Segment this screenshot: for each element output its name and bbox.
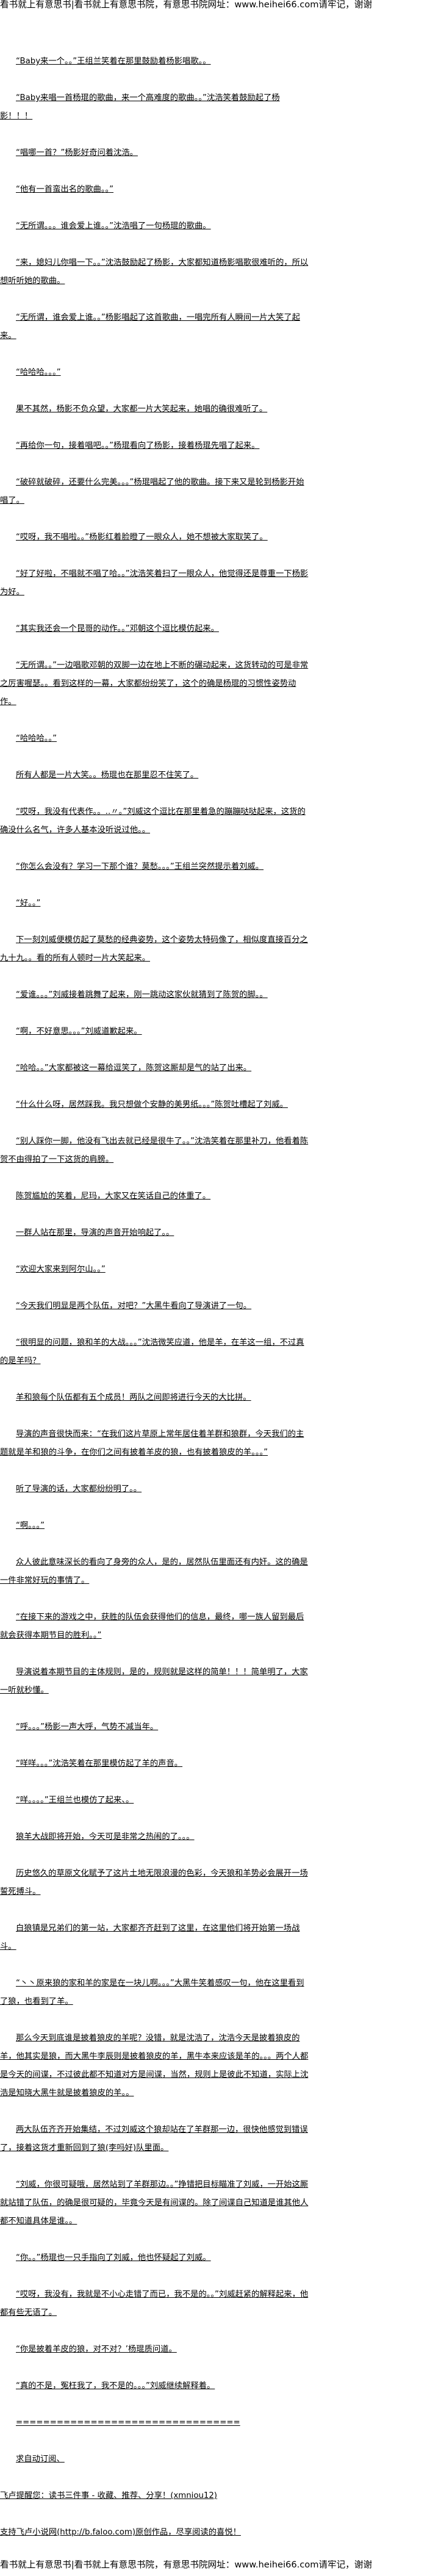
paragraph: 历史悠久的草原文化赋予了这片土地无限浪漫的色彩，今天狼和羊势必会展开一场誓死搏斗… [0,1869,308,1896]
paragraph: “啊，不好意思。。。”刘威道歉起来。 [16,1027,142,1036]
paragraph: “其实我还会一个昆哥的动作。。”邓朝这个逗比模仿起来。 [16,624,219,633]
paragraph: “哈哈。。”大家都被这一幕给逗笑了，陈贺这厮却是气的站了出来。 [16,1063,252,1073]
paragraph: “咩咩。。。”沈浩笑着在那里模仿起了羊的声音。 [16,1759,183,1768]
paragraph: “Baby来唱一首杨琨的歌曲，来一个高难度的歌曲。。”沈浩笑着鼓励起了杨影！！！ [0,93,280,121]
paragraph: “呼。。。”杨影一声大呼，气势不减当年。 [16,1722,159,1732]
paragraph: “来，媳妇儿你唱一下。。”沈浩鼓励起了杨影，大家都知道杨影唱歌很难听的，所以想听… [0,258,309,286]
paragraph: “啊。。。” [16,1521,45,1530]
paragraph: 导演的声音很快而来：“在我们这片草原上常年居住着羊群和狼群，今天我们的主题就是羊… [0,1430,304,1457]
paragraph: “他有一首蛮出名的歌曲。。” [16,185,114,194]
paragraph: 一群人站在那里，导演的声音开始响起了。。 [16,1228,174,1237]
paragraph: 所有人都是一片大笑。。杨琨也在那里忍不住笑了。 [16,771,199,780]
paragraph: 听了导演的话，大家都纷纷明了。。 [16,1484,142,1494]
paragraph: 求自动订阅、 [16,2455,65,2464]
footer-note: 飞卢提醒您：读书三件事 - 收藏、推荐、分享！(xmniou12) [0,2491,217,2500]
paragraph: “咩。。。。”王组兰也模仿了起来、。 [16,1796,134,1805]
paragraph: “别人踩你一脚，他没有飞出去就已经是很牛了。。”沈浩笑着在那里补刀，他看着陈贺不… [0,1137,309,1164]
paragraph: “丶丶原来狼的家和羊的家是在一块儿啊。。。”大黑牛笑着感叹一句，他在这里看到了狼… [0,1979,304,2006]
paragraph: 狼羊大战即将开始，今天可是非常之热闹的了。。。 [16,1832,195,1841]
site-banner-bottom: 看书就上有意思书|看书就上有意思书院，有意思书院网址：www.heihei66.… [0,2560,372,2570]
paragraph: “哈哈哈。。。” [16,368,61,377]
paragraph: “你。。”杨琨也一只手指向了刘威，他也怀疑起了刘威。 [16,2253,211,2262]
paragraph: “无所谓。。。谁会爱上谁。。”沈浩唱了一句杨琨的歌曲。 [16,221,211,231]
paragraph: 导演说着本期节目的主体规则，是的，规则就是这样的简单！！！简单明了，大家一听就秒… [0,1668,308,1695]
paragraph: “哎呀，我没有，我就是不小心走错了而已，我不是的。。”刘威赶紧的解释起来，他都有… [0,2290,309,2317]
paragraph: 陈贺尴尬的笑着，尼玛，大家又在笑话自己的体重了。 [16,1192,211,1201]
paragraph: “哈哈哈。。” [16,734,57,743]
paragraph: “今天我们明显是两个队伍，对吧？”大黑牛看向了导演讲了一句。 [16,1301,252,1311]
paragraph: 羊和狼每个队伍都有五个成员！两队之间即将进行今天的大比拼。 [16,1393,251,1402]
paragraph: “刘威，你很可疑哦，居然站到了羊群那边。。”挣错把目标瞄准了刘威，一开始这厮就站… [0,2180,309,2226]
paragraph: “哎呀，我不唱啦。。”杨影红着脸瞪了一眼众人，她不想被大家取笑了。 [16,533,268,542]
paragraph: “破碎就破碎，还要什么完美。。。”杨琨唱起了他的歌曲。接下来又是轮到杨影开始唱了… [0,478,304,505]
footer-note: 支持飞卢小说网(http://b.faloo.com)原创作品，尽享阅读的喜悦！ [0,2528,241,2537]
paragraph: “哎呀，我没有代表作。。‥〃。”刘威这个逗比在那里着急的蹦蹦哒哒起来，这货的确没… [0,807,306,835]
chapter-body: “Baby来一个。。”王组兰笑着在那里鼓励着杨影唱歌。。 “Baby来唱一首杨琨的… [0,52,309,2542]
paragraph: “再给你一句，接着唱吧。。”杨琨看向了杨影，接着杨琨先唱了起来。 [16,441,260,450]
paragraph: “好了好啦，不唱就不唱了哈。。”沈浩笑着扫了一眼众人，他觉得还是尊重一下杨影为好… [0,569,309,597]
paragraph: “真的不是，冤枉我了，我不是的。。。”刘威继续解释着。 [16,2381,215,2391]
site-banner-top: 看书就上有意思书|看书就上有意思书院，有意思书院网址：www.heihei66.… [0,0,372,10]
paragraph: 两大队伍齐齐开始集结，不过刘威这个狼却站在了羊群那一边，很快他感觉到错误了，接着… [0,2125,308,2153]
paragraph: “很明显的问题，狼和羊的大战。。。”沈浩微笑应道，他是羊，在羊这一组，不过真的是… [0,1338,304,1365]
paragraph: “无所谓。。”一边唱歌邓朝的双脚一边在地上不断的碾动起来，这货转动的可是非常之厉… [0,661,309,707]
paragraph: 众人彼此意味深长的看向了身旁的众人，是的，居然队伍里面还有内奸。这的确是一件非常… [0,1558,308,1585]
paragraph: “Baby来一个。。”王组兰笑着在那里鼓励着杨影唱歌。。 [16,57,211,66]
paragraph: “好。。” [16,899,41,908]
paragraph: “你是披着羊皮的狼，对不对？’杨琨质问道。 [16,2345,177,2354]
paragraph: “无所谓，谁会爱上谁。。”杨影唱起了这首歌曲，一唱完所有人瞬间一片大笑了起来。 [0,313,300,340]
paragraph: 下一刻刘威便模仿起了莫愁的经典姿势，这个姿势太特码像了，相似度直接百分之九十九。… [0,935,308,963]
paragraph: “唱哪一首？”杨影好奇问着沈浩。 [16,148,138,157]
paragraph: “你怎么会没有？学习一下那个谁？莫愁。。。”王组兰突然提示着刘威。 [16,862,264,871]
paragraph: “什么什么呀，居然踩我。我只想做个安静的美男纸。。。”陈贺吐槽起了刘威。 [16,1100,288,1109]
paragraph: “在接下来的游戏之中，获胜的队伍会获得他们的信息，最终，哪一族人留到最后就会获得… [0,1613,304,1640]
paragraph: “爱谁。。。”刘威接着跳舞了起来，刚一跳动这家伙就猜到了陈贺的脚。。 [16,990,268,999]
paragraph: 白狼镇是兄弟们的第一站，大家都齐齐赶到了这里，在这里他们将开始第一场战斗。 [0,1924,300,1951]
paragraph: 那么今天到底谁是披着狼皮的羊呢？没错，就是沈浩了，沈浩今天是披着狼皮的羊，他其实… [0,2034,309,2098]
paragraph: 果不其然，杨影不负众望，大家都一片大笑起来，她唱的确很难听了。 [16,405,268,414]
paragraph: ================================= [16,2418,240,2427]
paragraph: “欢迎大家来到阿尔山。。” [16,1265,106,1274]
